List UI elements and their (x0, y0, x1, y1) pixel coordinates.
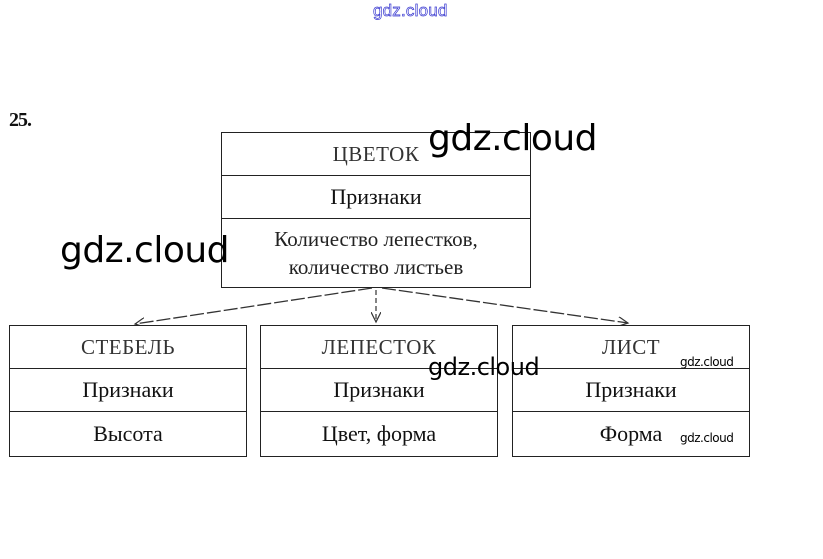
arrow-to-leaf (381, 287, 628, 323)
watermark-leaf-bottom: gdz.cloud (680, 431, 734, 445)
flower-features-line2: количество листьев (288, 255, 464, 279)
flower-features: Количество лепестков, количество листьев (222, 219, 530, 287)
watermark-flower: gdz.cloud (428, 118, 598, 159)
petal-title: ЛЕПЕСТОК (261, 326, 497, 369)
stem-features-label: Признаки (10, 369, 246, 412)
petal-box: ЛЕПЕСТОК Признаки Цвет, форма (260, 325, 498, 457)
leaf-features-label: Признаки (513, 369, 749, 412)
leaf-title: ЛИСТ (513, 326, 749, 369)
flower-features-label: Признаки (222, 176, 530, 219)
stem-features: Высота (93, 421, 163, 446)
leaf-box: ЛИСТ Признаки Форма (512, 325, 750, 457)
stem-box: СТЕБЕЛЬ Признаки Высота (9, 325, 247, 457)
watermark-left: gdz.cloud (60, 230, 230, 271)
leaf-features: Форма (599, 421, 663, 446)
flower-box: ЦВЕТОК Признаки Количество лепестков, ко… (221, 132, 531, 288)
petal-features: Цвет, форма (321, 421, 437, 446)
petal-features-label: Признаки (261, 369, 497, 412)
watermark-leaf-title: gdz.cloud (680, 355, 734, 369)
task-number: 25. (9, 109, 32, 131)
stem-title: СТЕБЕЛЬ (10, 326, 246, 369)
flower-title: ЦВЕТОК (222, 133, 530, 176)
flower-features-line1: Количество лепестков, (274, 227, 478, 251)
watermark-top: gdz.cloud (373, 1, 448, 21)
watermark-petal: gdz.cloud (428, 353, 540, 381)
arrow-to-stem (135, 287, 373, 324)
